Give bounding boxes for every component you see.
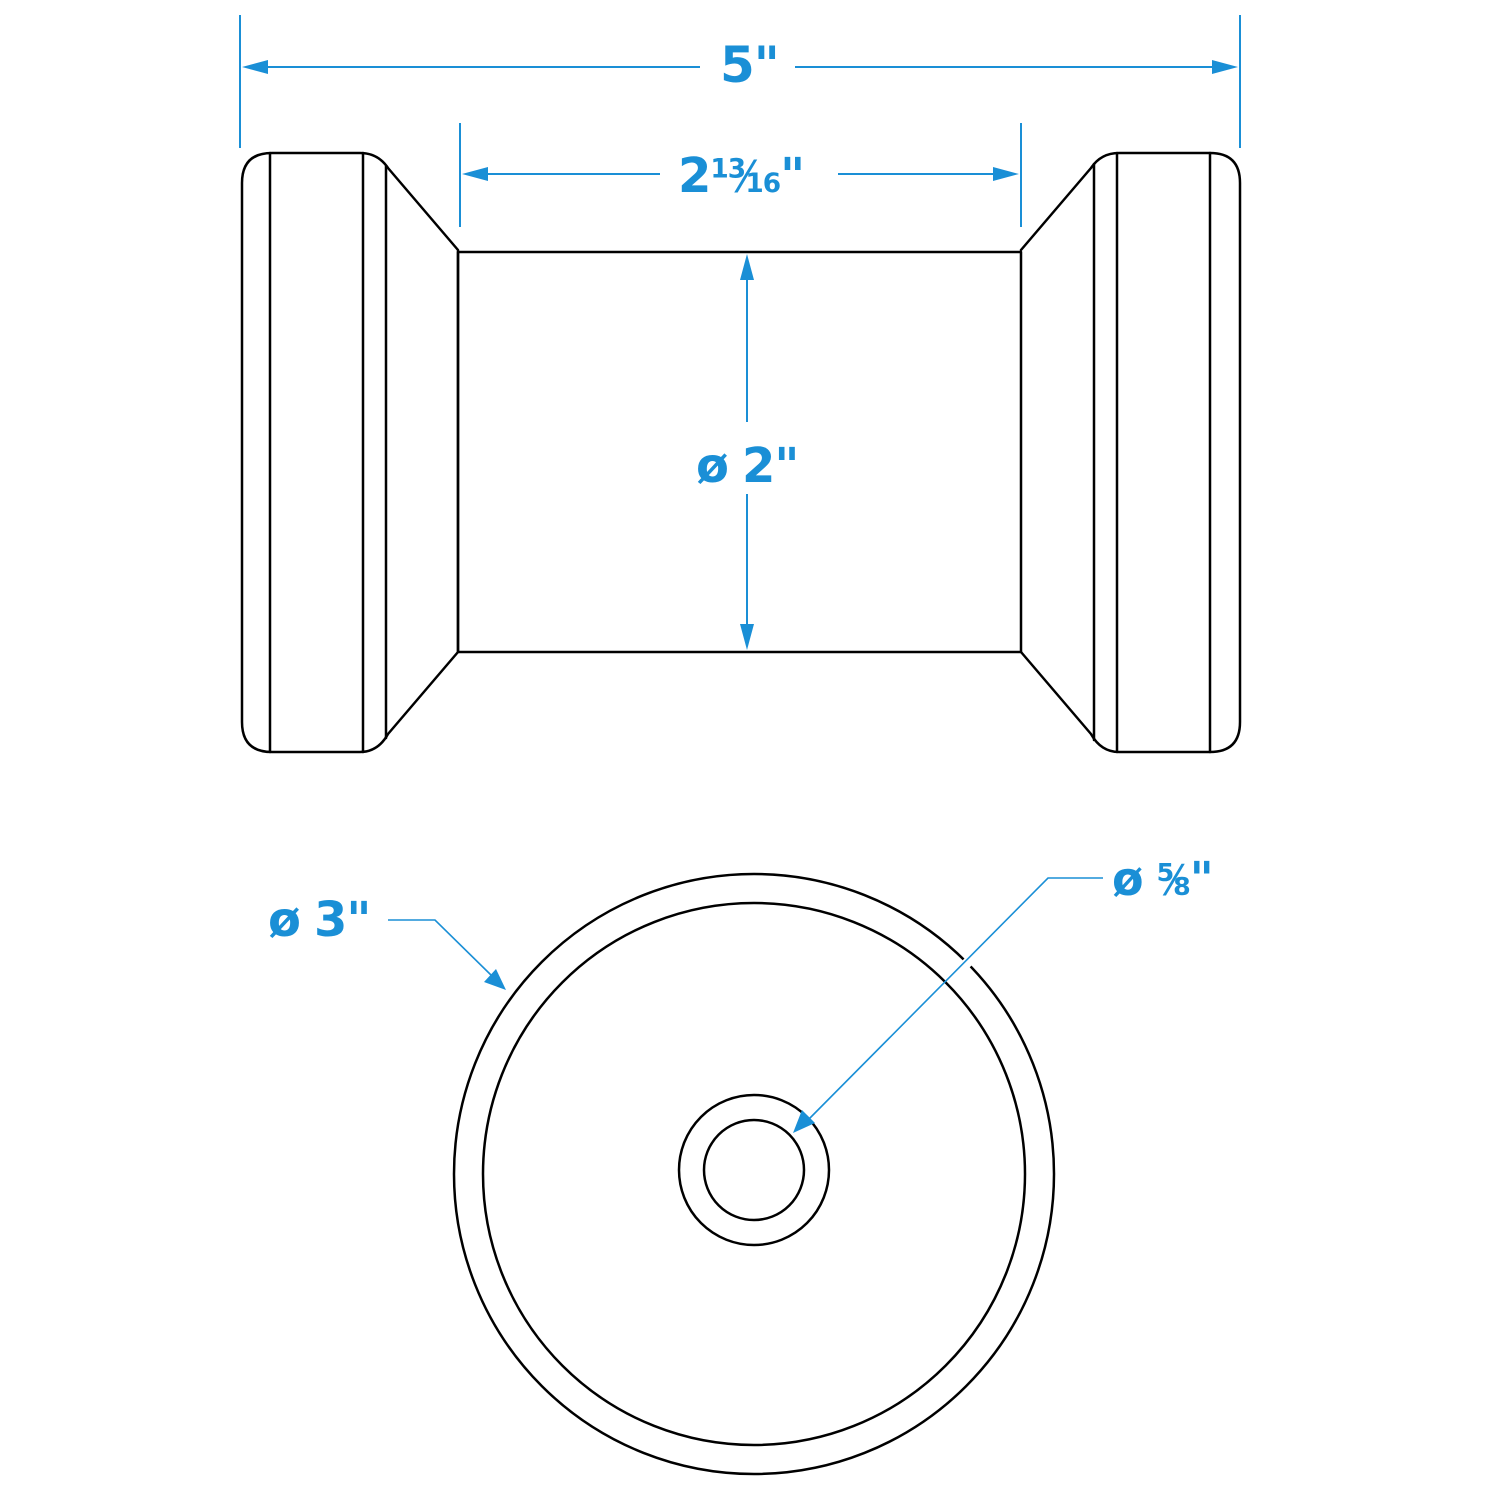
overall-length-value: 5 [720, 36, 755, 94]
diameter-symbol-icon: ø [1112, 852, 1144, 906]
fraction-slash: ⁄ [1170, 857, 1177, 905]
center-length-denominator: 16 [745, 168, 781, 199]
arrowhead-icon [484, 969, 506, 990]
arrowhead-icon [793, 1110, 815, 1133]
bore-diameter-numerator: 5 [1156, 858, 1175, 888]
outer-diameter-leader [388, 919, 506, 990]
center-length-dimension [459, 123, 1022, 227]
inch-mark: " [774, 438, 799, 494]
leader-gap-mask [946, 951, 979, 984]
inch-mark: " [753, 36, 780, 94]
arrowhead-down-icon [740, 624, 754, 650]
center-length-numerator: 13 [710, 153, 746, 185]
outer-rim-circle [452, 872, 1056, 1476]
center-length-whole: 2 [678, 148, 711, 204]
center-body-outline [456, 250, 1023, 654]
bore-diameter-leader [793, 877, 1103, 1133]
hub-outer-circle [677, 1093, 831, 1247]
center-diameter-value: 2 [741, 438, 775, 494]
diameter-symbol-icon: ø [696, 438, 729, 494]
end-view [388, 872, 1103, 1476]
fraction-slash: ⁄ [742, 153, 749, 203]
inch-mark: " [1189, 852, 1214, 906]
inch-mark: " [780, 148, 805, 204]
inch-mark: " [346, 892, 371, 948]
left-flange-outline [240, 151, 460, 754]
overall-length-label: 5" [714, 40, 785, 90]
center-diameter-dimension [740, 254, 754, 650]
leader-line [807, 877, 1103, 1121]
arrowhead-right-icon [993, 167, 1019, 181]
center-length-label: 213⁄16" [672, 152, 811, 203]
outer-diameter-value: 3 [313, 892, 347, 948]
overall-length-dimension [239, 15, 1241, 148]
diameter-symbol-icon: ø [268, 892, 301, 948]
inner-rim-circle [481, 901, 1027, 1447]
bore-circle [702, 1118, 806, 1222]
right-flange-outline [1019, 151, 1242, 754]
arrowhead-left-icon [462, 167, 488, 181]
side-view [239, 15, 1242, 754]
arrowhead-right-icon [1212, 60, 1238, 74]
arrowhead-up-icon [740, 254, 754, 280]
leader-line [388, 919, 493, 977]
arrowhead-left-icon [242, 60, 268, 74]
bore-diameter-denominator: 8 [1173, 872, 1191, 901]
